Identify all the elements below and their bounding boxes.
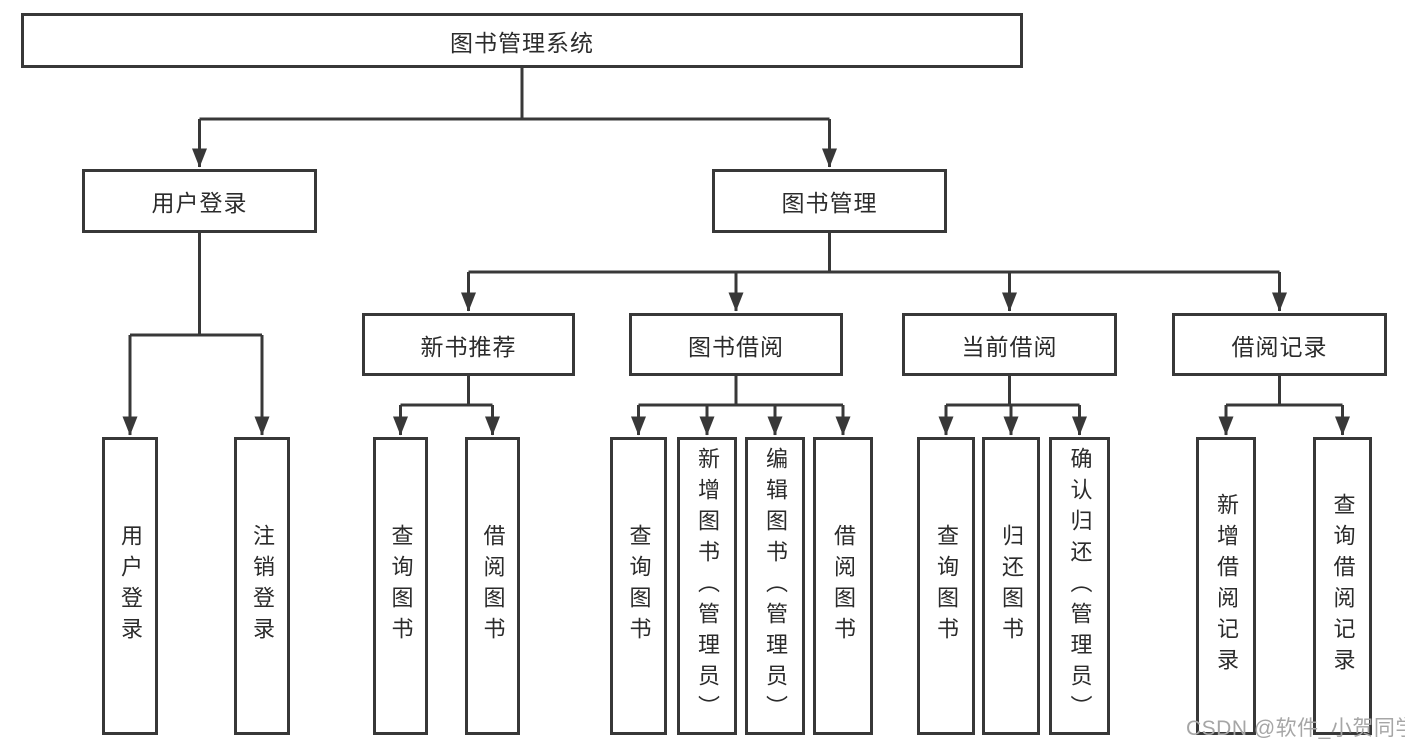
- leaf-query-borrow-record: 查询借阅记录: [1313, 437, 1372, 735]
- leaf-add-books-admin: 新增图书（管理员）: [677, 437, 737, 735]
- leaf-logout: 注销登录: [234, 437, 290, 735]
- leaf-label: 借阅图书: [831, 524, 856, 648]
- leaf-query-books-borrow: 查询图书: [610, 437, 667, 735]
- node-borrow-records: 借阅记录: [1172, 313, 1387, 376]
- leaf-query-books-current: 查询图书: [917, 437, 975, 735]
- leaf-query-books-recommend: 查询图书: [373, 437, 428, 735]
- leaf-confirm-return-admin: 确认归还（管理员）: [1049, 437, 1110, 735]
- leaf-user-login: 用户登录: [102, 437, 158, 735]
- leaf-label: 借阅图书: [480, 524, 506, 648]
- csdn-watermark: CSDN @软件_小贺同学: [1186, 717, 1405, 740]
- leaf-label: 用户登录: [118, 524, 143, 648]
- leaf-add-borrow-record: 新增借阅记录: [1196, 437, 1256, 735]
- leaf-edit-books-admin: 编辑图书（管理员）: [745, 437, 805, 735]
- leaf-borrow-books-recommend: 借阅图书: [465, 437, 520, 735]
- leaf-label: 查询图书: [934, 524, 959, 648]
- leaf-label: 查询图书: [388, 524, 414, 648]
- leaf-label: 编辑图书（管理员）: [763, 446, 788, 726]
- leaf-label: 注销登录: [250, 524, 275, 648]
- leaf-return-books: 归还图书: [982, 437, 1040, 735]
- leaf-label: 新增借阅记录: [1214, 493, 1239, 679]
- leaf-borrow-books: 借阅图书: [813, 437, 873, 735]
- leaf-label: 查询借阅记录: [1330, 493, 1356, 679]
- leaf-label: 新增图书（管理员）: [695, 446, 720, 726]
- node-user-login: 用户登录: [82, 169, 317, 233]
- leaf-label: 查询图书: [626, 524, 652, 648]
- node-library-management-system: 图书管理系统: [21, 13, 1023, 68]
- leaf-label: 确认归还（管理员）: [1067, 446, 1093, 726]
- leaf-label: 归还图书: [999, 524, 1024, 648]
- node-current-borrow: 当前借阅: [902, 313, 1117, 376]
- node-book-management: 图书管理: [712, 169, 947, 233]
- node-book-borrow: 图书借阅: [629, 313, 843, 376]
- node-new-book-recommend: 新书推荐: [362, 313, 575, 376]
